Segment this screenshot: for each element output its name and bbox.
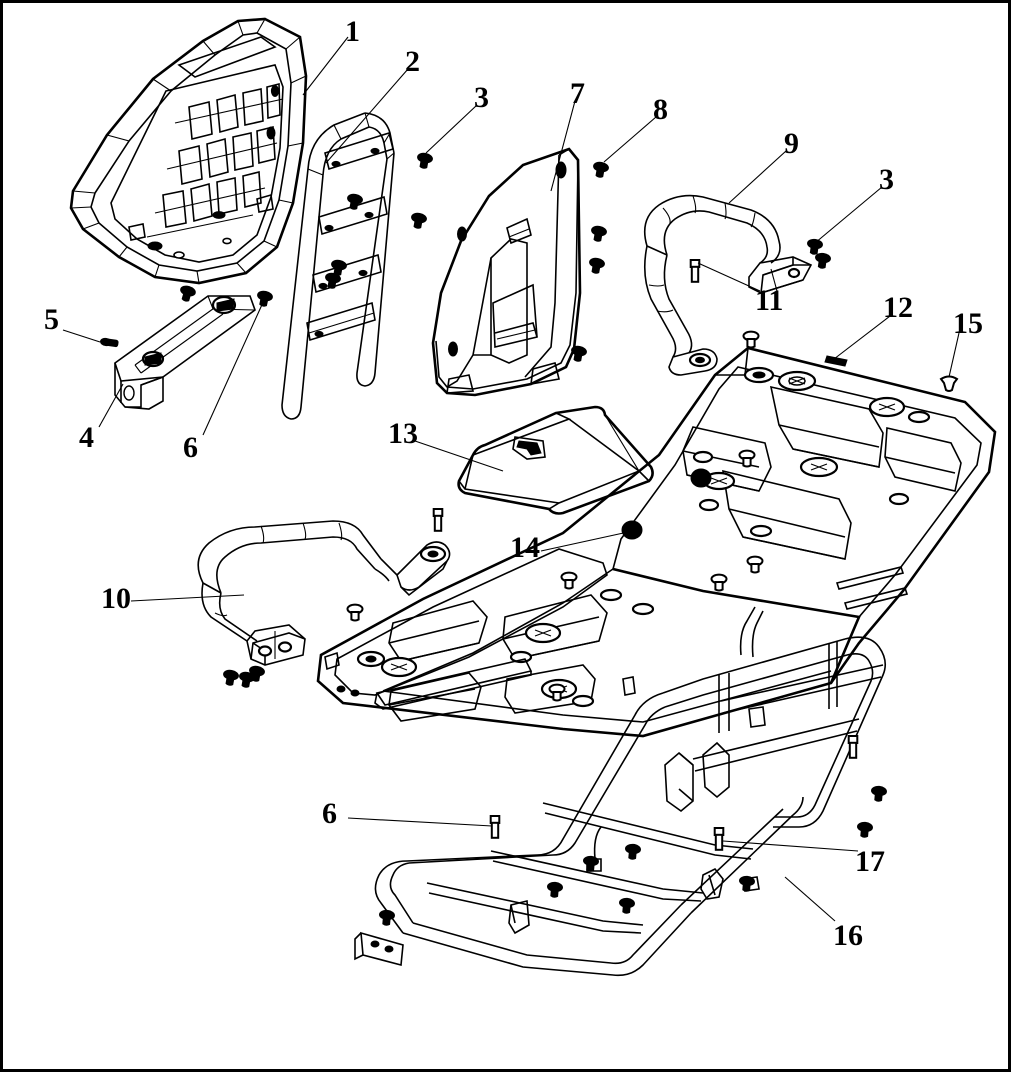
part-17-frame-bolt <box>713 827 725 851</box>
part-12-seat-base-pan <box>316 346 997 738</box>
callout-6b: 6 <box>322 797 337 830</box>
part-3-flange-bolt <box>813 251 832 270</box>
callout-10: 10 <box>101 582 131 615</box>
part-4-slide-rail-bracket <box>114 295 256 410</box>
callout-2: 2 <box>405 45 420 78</box>
callout-17: 17 <box>855 845 885 878</box>
callout-9: 9 <box>784 127 799 160</box>
part-14-rubber-bumper <box>621 520 643 540</box>
callout-15: 15 <box>953 307 983 340</box>
callout-3b: 3 <box>879 163 894 196</box>
part-6-bolt <box>489 815 501 839</box>
part-15-push-rivet <box>940 375 958 392</box>
part-14-rubber-bumper <box>690 468 712 488</box>
callout-5: 5 <box>44 303 59 336</box>
callout-14: 14 <box>510 531 540 564</box>
callout-13: 13 <box>388 417 418 450</box>
leader-lines <box>62 36 960 922</box>
fastener-bolt <box>847 735 859 759</box>
callout-16: 16 <box>833 919 863 952</box>
part-2-seat-back-frame <box>281 112 395 420</box>
callout-6a: 6 <box>183 431 198 464</box>
part-9-grab-handle-right <box>643 194 813 376</box>
callout-7: 7 <box>570 77 585 110</box>
part-7-side-panel <box>431 147 582 397</box>
fastener-bolt <box>742 330 760 349</box>
exploded-diagram-canvas <box>62 17 997 977</box>
fastener-bolt <box>177 284 197 304</box>
callout-12: 12 <box>883 291 913 324</box>
callout-8: 8 <box>653 93 668 126</box>
callout-11: 11 <box>755 284 784 317</box>
callout-1: 1 <box>345 15 360 48</box>
part-13-seat-pad-cushion <box>457 405 654 515</box>
fastener-bolt <box>432 508 444 532</box>
part-3-flange-bolt <box>805 237 824 256</box>
part-5-small-bolt <box>100 337 119 348</box>
callout-3a: 3 <box>474 81 489 114</box>
callout-4: 4 <box>79 421 94 454</box>
part-1-seat-back-cushion <box>69 17 308 285</box>
part-16-lower-seat-frame <box>354 606 888 977</box>
fastener-group-left <box>409 151 434 230</box>
